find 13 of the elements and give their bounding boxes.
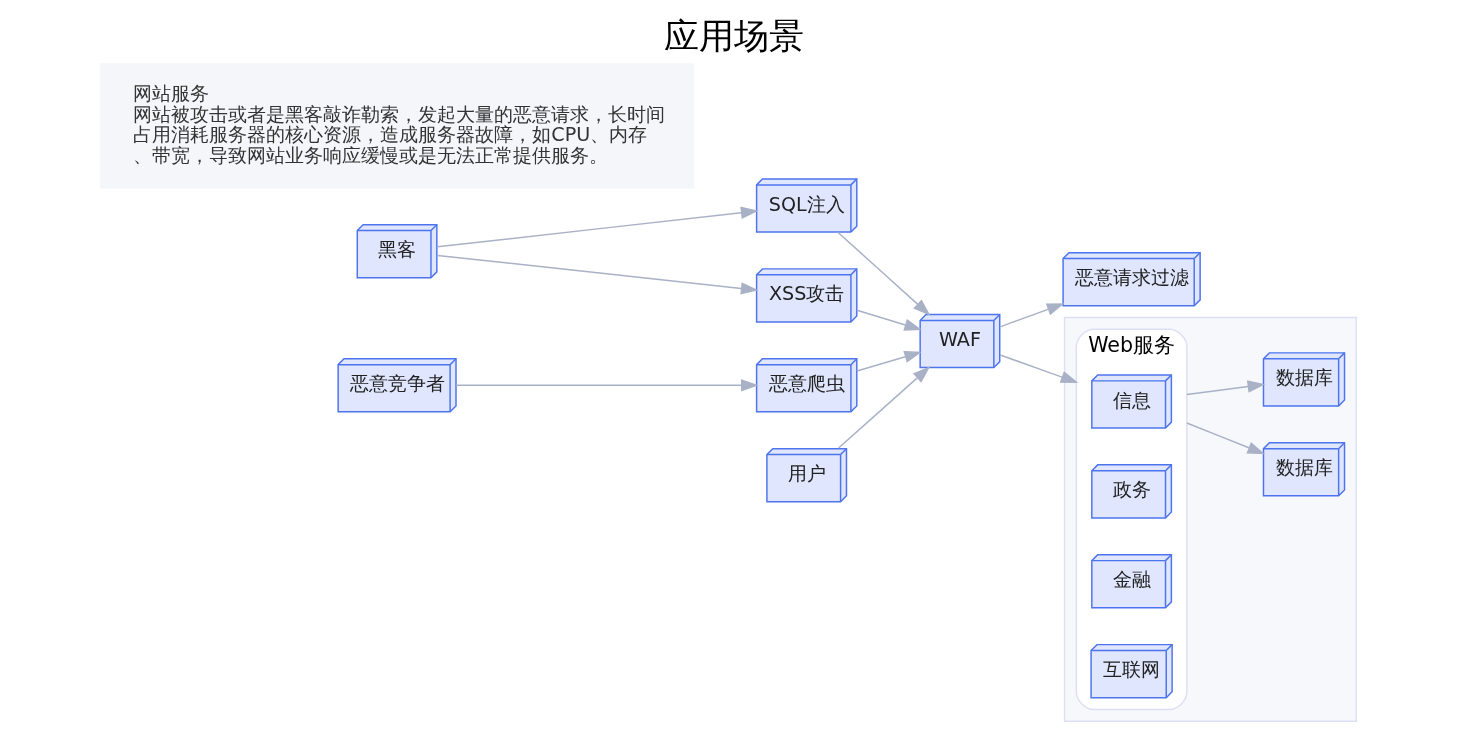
arrow <box>436 206 759 248</box>
arrow <box>855 350 922 372</box>
arrow <box>436 254 759 295</box>
arrow <box>998 354 1078 383</box>
arrow <box>836 231 930 316</box>
cluster <box>1063 316 1357 722</box>
arrow <box>855 309 922 331</box>
arrow <box>998 303 1065 328</box>
arrow <box>1185 380 1265 396</box>
arrow <box>455 379 759 392</box>
diagram-title: 应用场景 <box>664 15 804 57</box>
arrow <box>1185 422 1265 455</box>
arrow <box>837 366 930 449</box>
